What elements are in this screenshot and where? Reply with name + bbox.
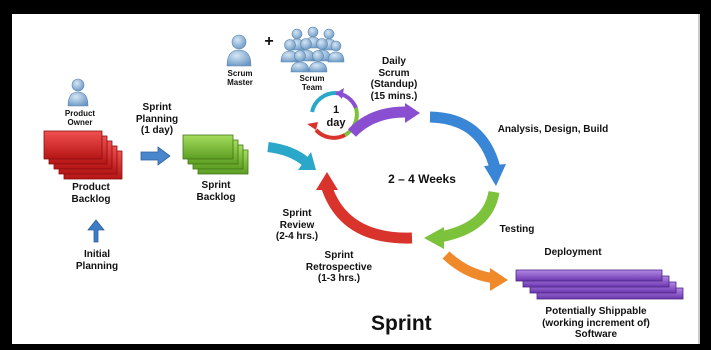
sprint-review-label: Sprint Review (2-4 hrs.) [275,208,319,242]
sprint-cycle-icon [316,103,506,249]
testing-label: Testing [499,224,535,235]
planning-arrow-icon [140,146,171,166]
product-owner-label: Product Owner [64,109,96,128]
product-backlog-stack-icon [43,130,123,180]
sprint-entry-arrow-icon [267,142,316,170]
sprint-backlog-label: Sprint Backlog [196,180,236,203]
scrum-master-icon [226,34,252,67]
product-owner-icon [67,78,89,107]
one-day-label: 1 day [326,104,346,129]
scrum-team-label: Scrum Team [299,74,325,93]
sprint-title: Sprint [371,312,432,335]
sprint-retrospective-label: Sprint Retrospective (1-3 hrs.) [305,250,373,284]
increment-stack-icon [515,269,684,300]
daily-scrum-label: Daily Scrum (Standup) (15 mins.) [370,56,418,102]
sprint-backlog-stack-icon [182,134,249,175]
scrum-team-icon [280,26,345,73]
deployment-arrow-icon [442,251,508,291]
daily-cycle-icon [307,88,359,140]
analysis-design-build-label: Analysis, Design, Build [497,124,609,135]
initial-planning-label: Initial Planning [75,249,119,272]
plus-sign: + [264,33,274,50]
deployment-label: Deployment [544,247,602,258]
scrum-master-label: Scrum Master [227,69,253,88]
initial-planning-arrow-icon [87,219,105,243]
sprint-planning-label: Sprint Planning (1 day) [135,102,179,136]
duration-label: 2 – 4 Weeks [388,172,456,186]
potentially-shippable-label: Potentially Shippable (working increment… [542,306,650,340]
product-backlog-label: Product Backlog [71,182,111,205]
